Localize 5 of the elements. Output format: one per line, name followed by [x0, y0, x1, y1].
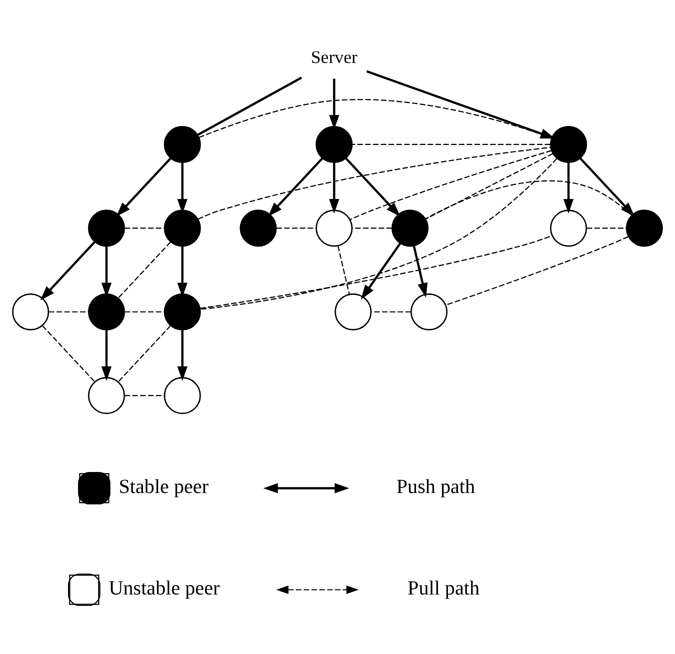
legend-label: Unstable peer — [108, 577, 220, 600]
legend-label: Pull path — [408, 577, 480, 600]
legend-label: Stable peer — [118, 476, 209, 498]
node-text: Server — [310, 46, 358, 66]
legend-label: Push path — [396, 476, 476, 498]
